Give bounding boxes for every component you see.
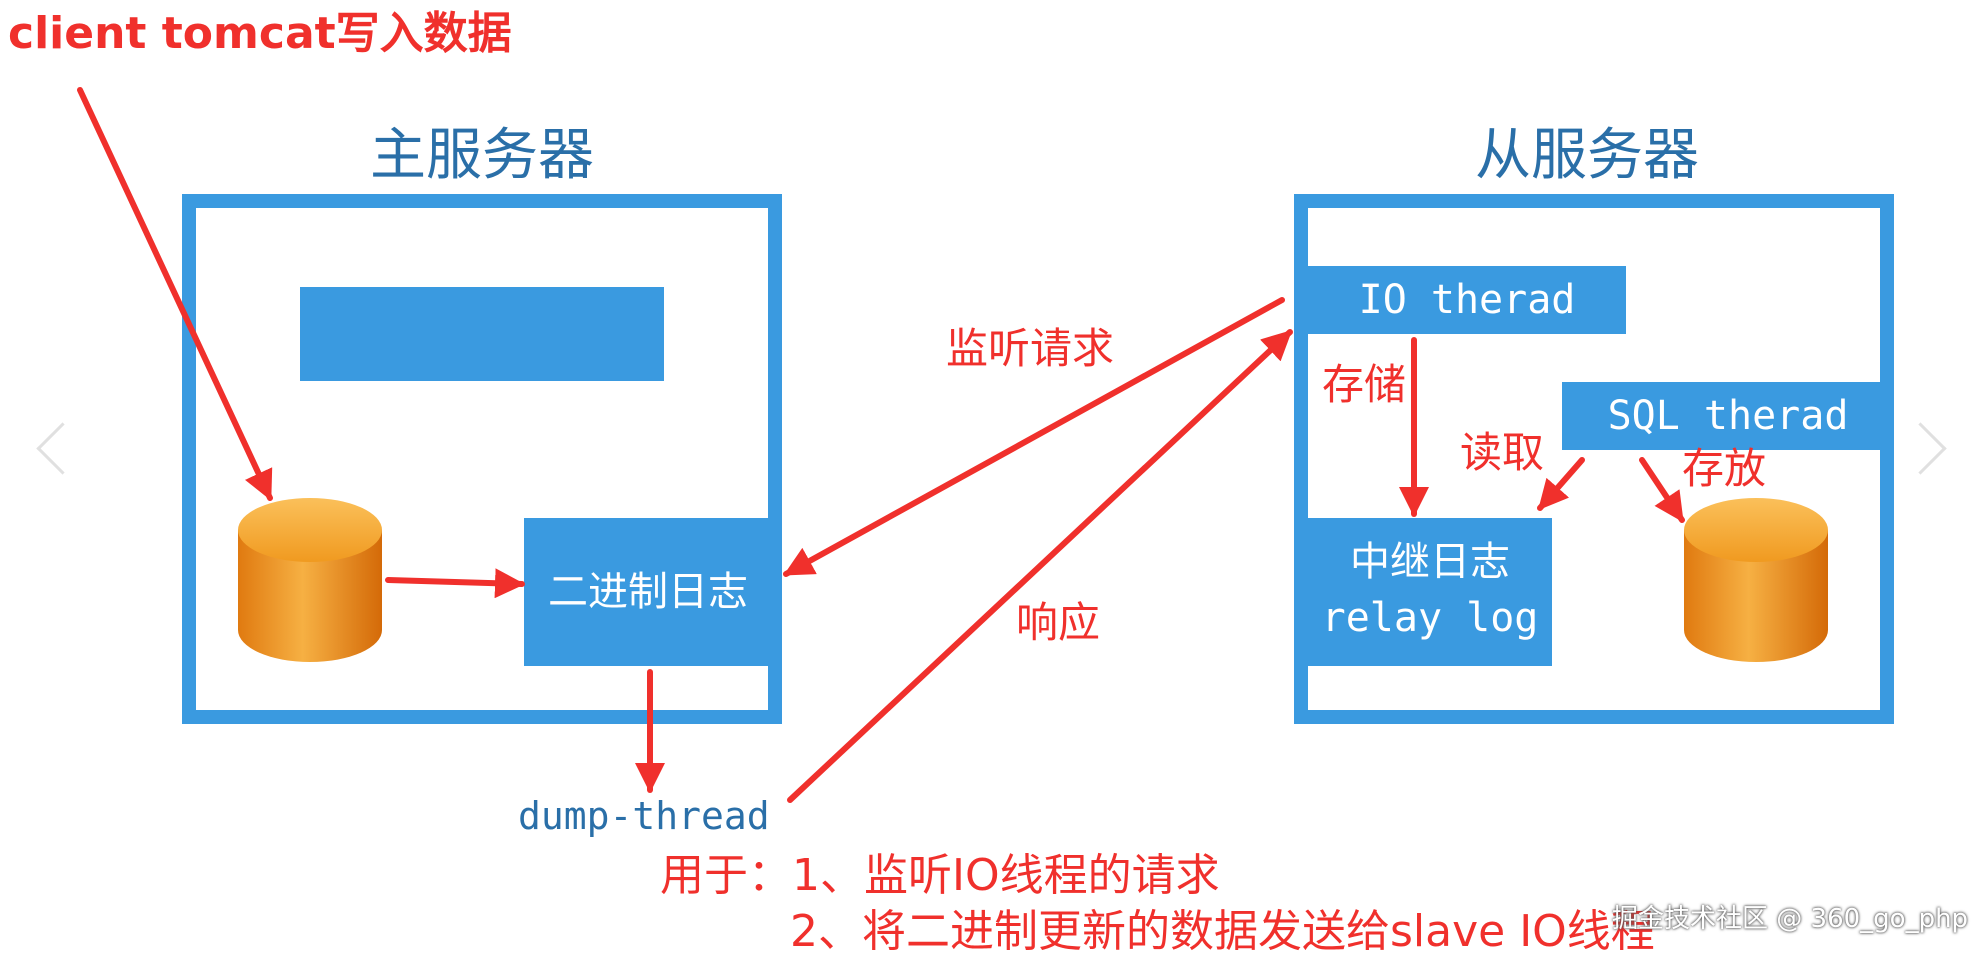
read-arrow	[1537, 457, 1585, 511]
read-label: 读取	[1460, 428, 1545, 477]
io-thread-label: IO therad	[1358, 277, 1576, 323]
slave-database-icon	[1684, 498, 1828, 662]
note-line-1: 用于：1、监听IO线程的请求	[660, 850, 1220, 901]
sql-thread-label: SQL therad	[1607, 393, 1849, 439]
db-to-binlog-arrow	[385, 568, 525, 599]
client-to-db-arrow	[77, 87, 273, 501]
listen-request-arrow	[783, 297, 1285, 577]
io-thread-box: IO therad	[1308, 266, 1626, 334]
slave-server-title: 从服务器	[1475, 123, 1699, 188]
save-label: 存放	[1682, 444, 1767, 493]
respond-label: 响应	[1016, 598, 1101, 647]
slave-server-frame	[1294, 194, 1894, 724]
store-label: 存储	[1322, 360, 1407, 409]
client-write-label: client tomcat写入数据	[8, 8, 512, 59]
master-blue-block	[300, 287, 664, 381]
listen-request-label: 监听请求	[946, 324, 1115, 373]
master-server-title: 主服务器	[370, 123, 594, 188]
note-line-2: 2、将二进制更新的数据发送给slave IO线程	[790, 906, 1655, 957]
relay-log-cn-label: 中继日志	[1350, 539, 1510, 585]
watermark: 掘金技术社区 @ 360_go_php	[1612, 904, 1969, 934]
binlog-label: 二进制日志	[548, 569, 748, 615]
relay-log-box: 中继日志 relay log	[1308, 518, 1552, 666]
dump-thread-label: dump-thread	[518, 794, 770, 838]
relay-log-en-label: relay log	[1321, 595, 1539, 641]
response-arrow	[787, 329, 1293, 803]
binlog-box: 二进制日志	[524, 518, 772, 666]
sql-thread-box: SQL therad	[1562, 382, 1894, 450]
master-database-icon	[238, 498, 382, 662]
save-arrow	[1639, 457, 1685, 523]
